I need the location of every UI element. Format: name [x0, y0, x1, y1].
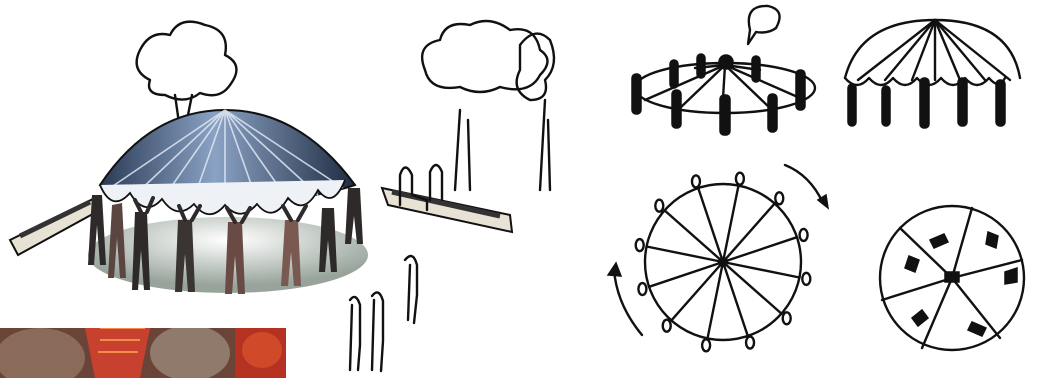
hand-loop [736, 173, 744, 185]
photo-strip [0, 328, 286, 378]
hand-loop [638, 283, 646, 295]
hand-loop [663, 320, 671, 332]
speech-bubble-icon [748, 6, 780, 44]
hand-loop [746, 337, 754, 349]
hand-loop [655, 200, 663, 212]
held-dome-sketch [845, 20, 1020, 128]
hand-loop [636, 239, 644, 251]
hand-loop [802, 273, 810, 285]
rotating-wheel-diagram [608, 165, 828, 351]
wheel-spoke [708, 262, 723, 338]
wheel-spoke [723, 186, 738, 262]
rotation-arrow-icon [614, 270, 642, 335]
hand-loop [702, 339, 710, 351]
person-icon [350, 256, 417, 371]
hand-loop [775, 192, 783, 204]
rotation-arrow-icon [785, 165, 823, 203]
wheel-spoke [647, 247, 723, 262]
circle-of-people-sketch [632, 6, 815, 135]
hand-loop [783, 312, 791, 324]
sketch-panel [600, 0, 1045, 378]
hand-loop [692, 175, 700, 187]
bench-right [382, 188, 512, 232]
tree-icon [422, 21, 554, 190]
dome-illustration [0, 0, 575, 378]
dome-canopy [100, 110, 355, 214]
wheel-spoke [723, 262, 799, 277]
bench-left [10, 198, 100, 255]
pie-segments-with-figures [880, 206, 1024, 350]
hand-loop [800, 229, 808, 241]
